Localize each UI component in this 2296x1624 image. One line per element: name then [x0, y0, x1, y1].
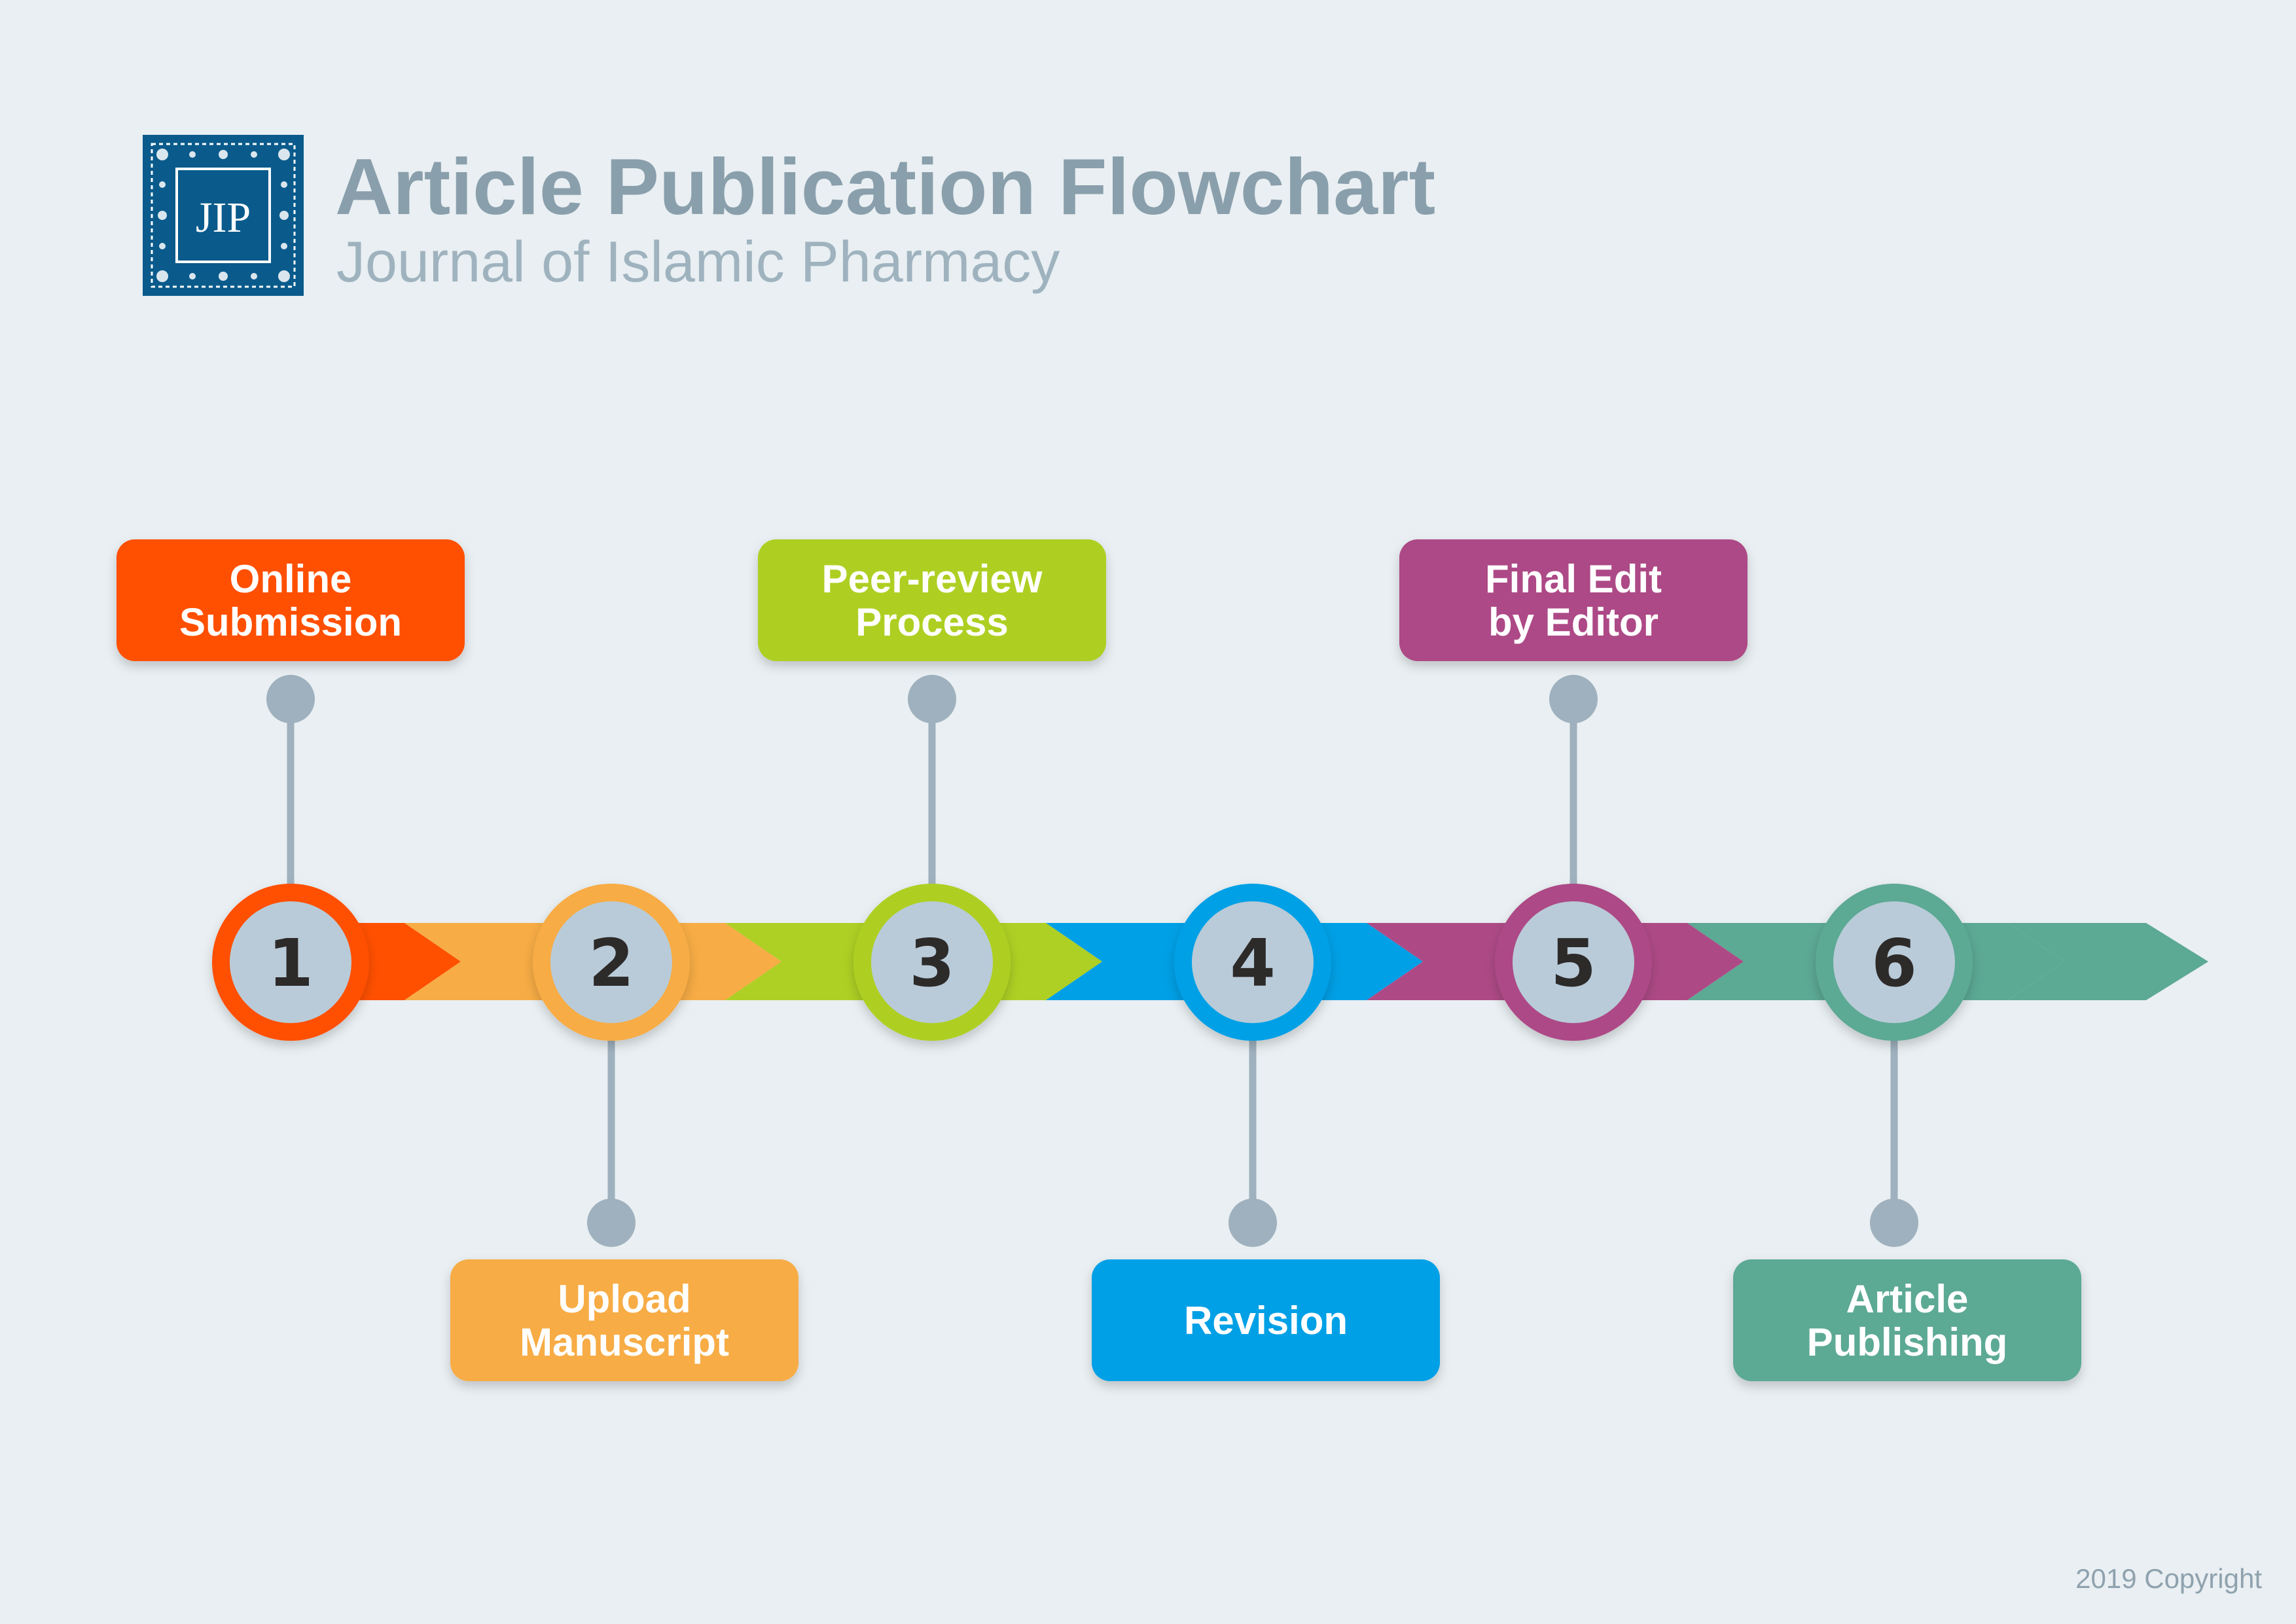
step-node-1 — [212, 884, 369, 1041]
step-number-3: 3 — [909, 925, 955, 1001]
copyright-text: 2019 Copyright — [2075, 1563, 2262, 1594]
connector-dot-5 — [1549, 675, 1598, 723]
step-box-3 — [758, 539, 1106, 661]
connector-dot-6 — [1870, 1199, 1918, 1247]
step-label-2-line-2: Manuscript — [520, 1320, 729, 1364]
step-label-5-line-2: by Editor — [1488, 600, 1659, 644]
page-subtitle: Journal of Islamic Pharmacy — [336, 229, 1060, 294]
step-number-4: 4 — [1230, 925, 1276, 1001]
step-node-6 — [1816, 884, 1973, 1041]
arrow-head-final — [2008, 923, 2208, 1000]
step-label-1-line-2: Submission — [179, 600, 402, 644]
step-node-4 — [1174, 884, 1331, 1041]
step-box-1 — [117, 539, 465, 661]
step-number-6: 6 — [1871, 925, 1917, 1001]
step-label-3-line-1: Peer-review — [822, 557, 1043, 601]
logo-text: JIP — [196, 194, 251, 242]
step-box-4 — [1092, 1259, 1440, 1381]
step-label-2-line-1: Upload — [558, 1277, 691, 1321]
step-label-4-line-1: Revision — [1184, 1299, 1348, 1343]
connector-dot-2 — [587, 1199, 636, 1247]
step-label-3-line-2: Process — [855, 600, 1009, 644]
step-number-1: 1 — [268, 925, 314, 1001]
step-box-5 — [1399, 539, 1748, 661]
step-node-5 — [1495, 884, 1652, 1041]
connector-dot-4 — [1229, 1199, 1277, 1247]
connector-dot-1 — [266, 675, 315, 723]
step-box-2 — [450, 1259, 798, 1381]
step-label-6-line-2: Publishing — [1807, 1320, 2008, 1364]
step-number-2: 2 — [588, 925, 634, 1001]
step-label-6-line-1: Article — [1846, 1277, 1969, 1321]
step-node-2 — [533, 884, 690, 1041]
step-node-3 — [853, 884, 1011, 1041]
step-label-1-line-1: Online — [230, 557, 352, 601]
step-label-5-line-1: Final Edit — [1485, 557, 1662, 601]
connector-dot-3 — [908, 675, 956, 723]
step-number-5: 5 — [1551, 925, 1596, 1001]
page-title: Article Publication Flowchart — [335, 142, 1436, 231]
step-box-6 — [1733, 1259, 2081, 1381]
journal-logo: JIP — [143, 135, 304, 296]
